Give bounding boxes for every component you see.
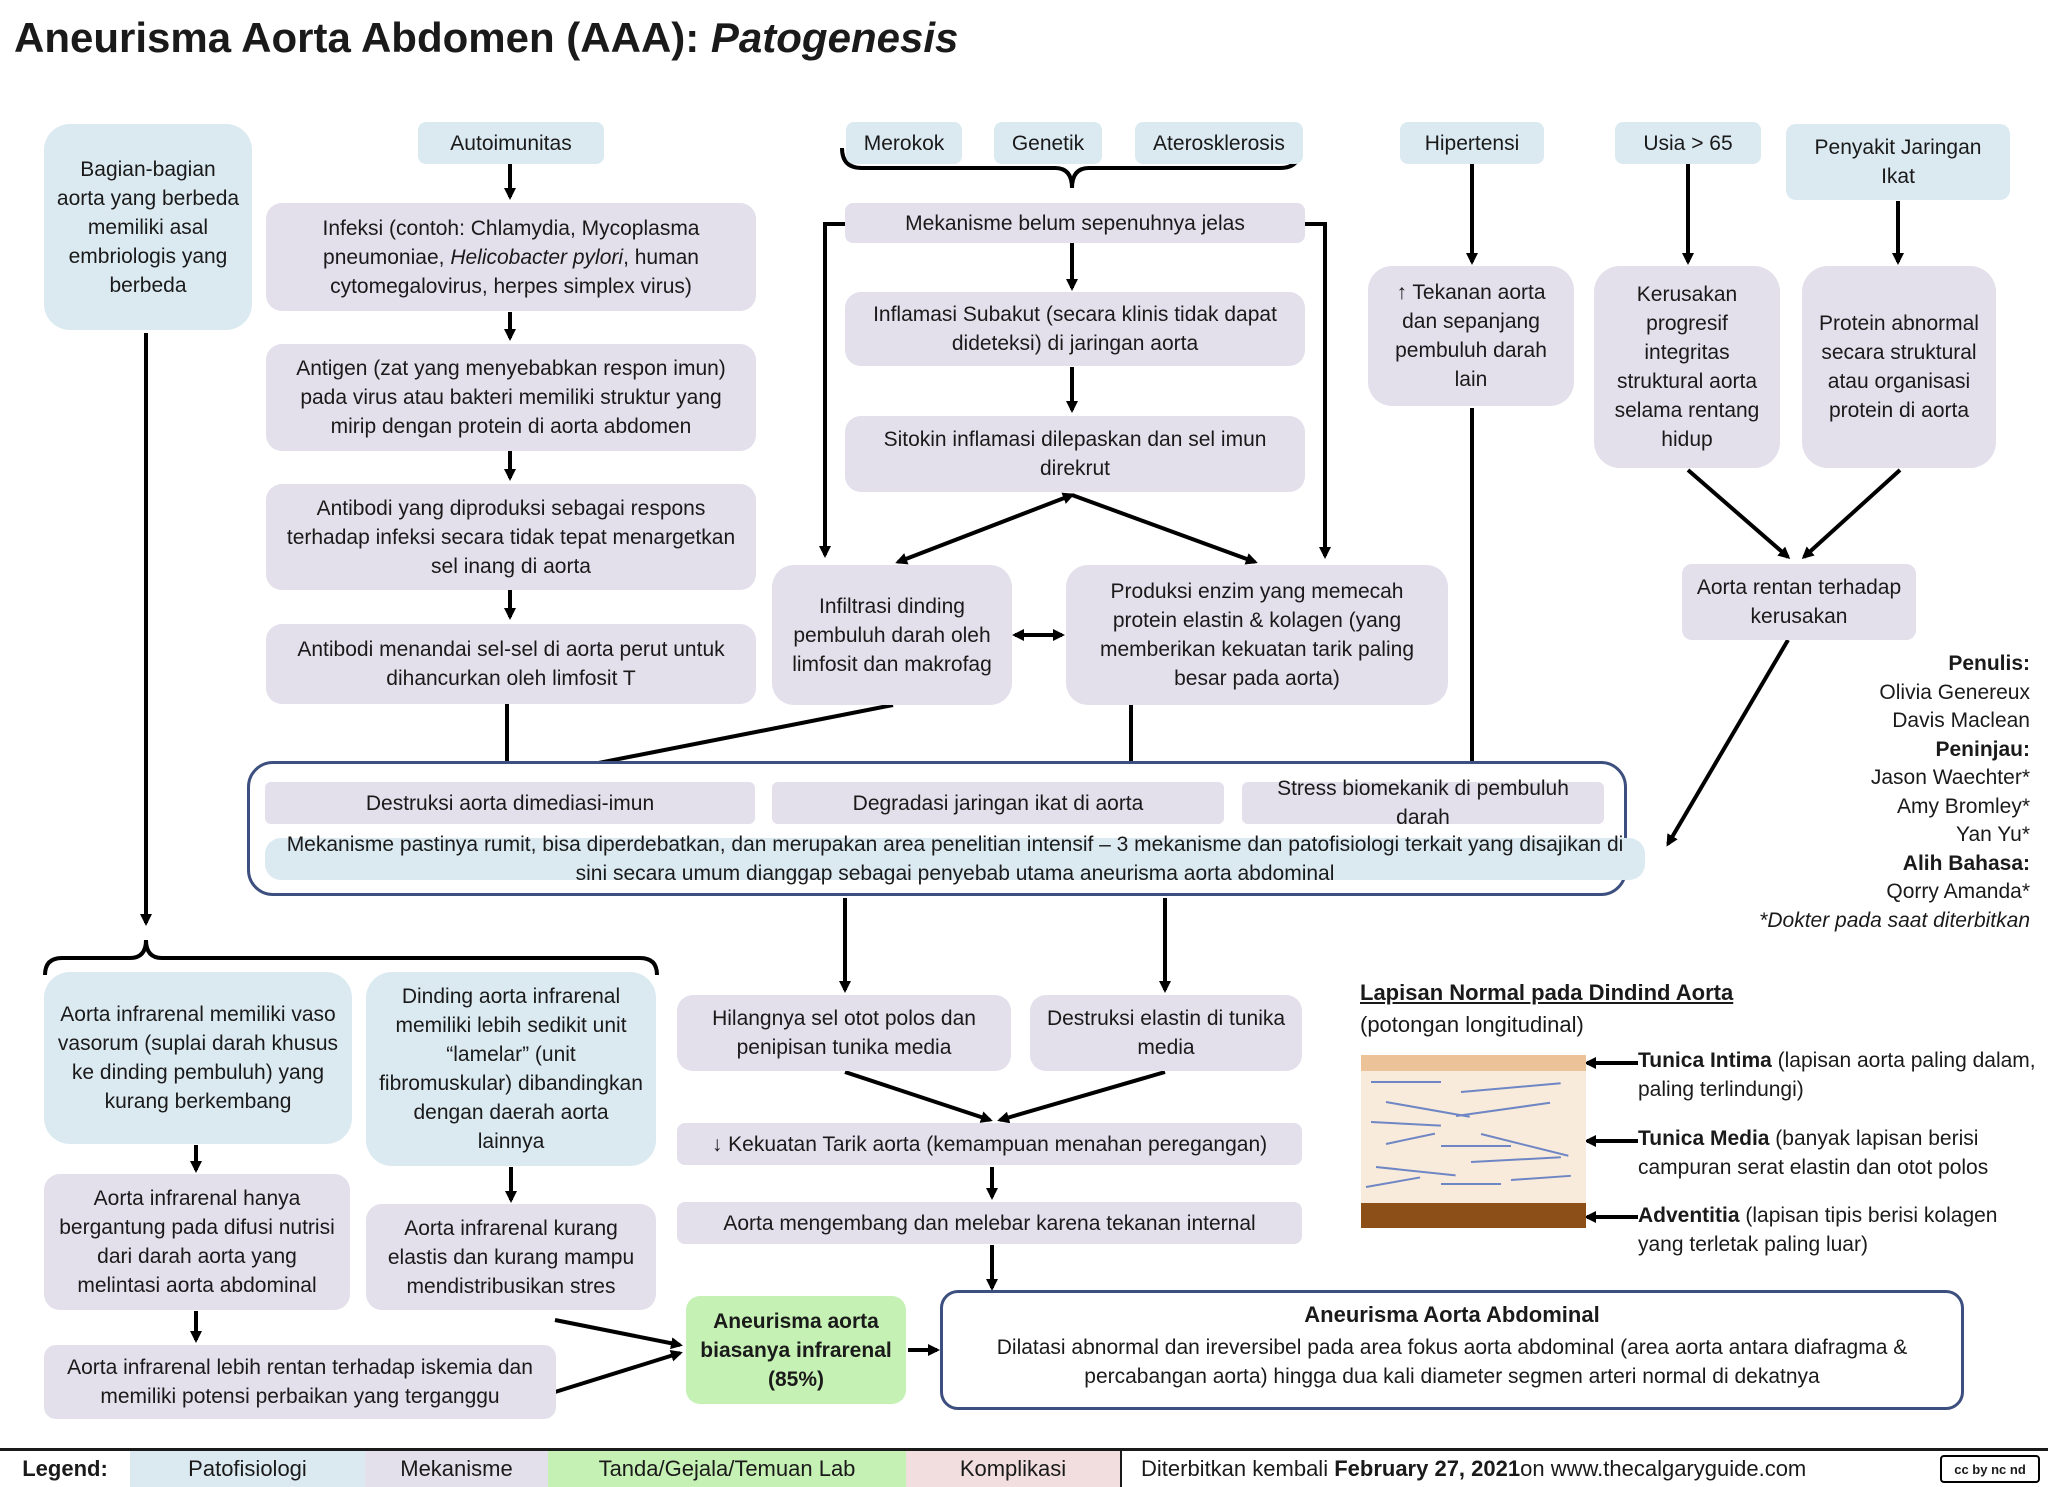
stress-biomekanik-box: Stress biomekanik di pembuluh darah	[1242, 777, 1604, 829]
iskemia-box: Aorta infrarenal lebih rentan terhadap i…	[44, 1345, 556, 1419]
infeksi-box: Infeksi (contoh: Chlamydia, Mycoplasma p…	[266, 203, 756, 311]
legend-label: Legend:	[22, 1456, 108, 1481]
infeksi-text-pre: Infeksi (contoh: Chlamydia, Mycoplasma p…	[322, 216, 700, 269]
intima-label: Tunica Intima (lapisan aorta paling dala…	[1638, 1046, 2038, 1104]
title-sub: Patogenesis	[710, 14, 959, 61]
kerusakan-progresif-box: Kerusakan progresif integritas struktura…	[1594, 266, 1780, 468]
media-label-text: (banyak lapisan berisi campuran serat el…	[1638, 1127, 1989, 1179]
intima-label-text: (lapisan aorta paling dalam, paling terl…	[1638, 1049, 2036, 1101]
legend-mekanisme: Mekanisme	[365, 1451, 548, 1487]
penulis-heading: Penulis:	[1948, 652, 2030, 675]
peninjau-heading: Peninjau:	[1935, 737, 2030, 761]
hilangnya-otot-box: Hilangnya sel otot polos dan penipisan t…	[677, 995, 1011, 1071]
factor-penyakit-jaringan: Penyakit Jaringan Ikat	[1786, 124, 2010, 200]
difusi-box: Aorta infrarenal hanya bergantung pada d…	[44, 1174, 350, 1310]
peninjau-1: Jason Waechter*	[1870, 766, 2030, 789]
vaso-vasorum-box: Aorta infrarenal memiliki vaso vasorum (…	[44, 972, 352, 1144]
cc-license-icon: cc by nc nd	[1940, 1455, 2040, 1483]
intima-layer	[1361, 1055, 1586, 1071]
intima-label-bold: Tunica Intima	[1638, 1049, 1772, 1072]
title-main: Aneurisma Aorta Abdomen (AAA):	[14, 14, 700, 61]
antigen-box: Antigen (zat yang menyebabkan respon imu…	[266, 344, 756, 451]
credits: Penulis: Olivia Genereux Davis Maclean P…	[1700, 650, 2030, 935]
destruksi-imun-box: Destruksi aorta dimediasi-imun	[265, 782, 755, 824]
layers-title: Lapisan Normal pada Dindind Aorta	[1360, 980, 1734, 1005]
infeksi-text-post: , human cytomegalovirus, herpes simplex …	[330, 245, 699, 298]
media-layer	[1361, 1071, 1586, 1203]
peninjau-3: Yan Yu*	[1956, 823, 2030, 846]
destruksi-elastin-box: Destruksi elastin di tunika media	[1030, 995, 1302, 1071]
factor-genetik: Genetik	[994, 122, 1102, 164]
sitokin-box: Sitokin inflamasi dilepaskan dan sel imu…	[845, 416, 1305, 492]
penulis-2: Davis Maclean	[1892, 709, 2030, 732]
aorta-rentan-box: Aorta rentan terhadap kerusakan	[1682, 564, 1916, 640]
produksi-enzim-box: Produksi enzim yang memecah protein elas…	[1066, 565, 1448, 705]
legend-top-rule	[0, 1448, 2048, 1451]
factor-usia: Usia > 65	[1615, 122, 1761, 164]
factor-aterosklerosis: Aterosklerosis	[1135, 122, 1303, 164]
peninjau-2: Amy Bromley*	[1896, 794, 2030, 818]
infeksi-text-italic: Helicobacter pylori	[450, 245, 624, 269]
kekuatan-tarik-box: ↓ Kekuatan Tarik aorta (kemampuan menaha…	[677, 1123, 1302, 1165]
mengembang-box: Aorta mengembang dan melebar karena teka…	[677, 1202, 1302, 1244]
tekanan-aorta-box: ↑ Tekanan aorta dan sepanjang pembuluh d…	[1368, 266, 1574, 406]
legend-patofisiologi: Patofisiologi	[130, 1451, 365, 1487]
dinding-lamelar-box: Dinding aorta infrarenal memiliki lebih …	[366, 972, 656, 1166]
mekanisme-belum-jelas-box: Mekanisme belum sepenuhnya jelas	[845, 203, 1305, 243]
legend-tanda: Tanda/Gejala/Temuan Lab	[548, 1451, 906, 1487]
layers-subtitle: (potongan longitudinal)	[1360, 1012, 1584, 1037]
aortic-wall-illustration	[1361, 1055, 1586, 1228]
legend-komplikasi: Komplikasi	[906, 1451, 1120, 1487]
page-title: Aneurisma Aorta Abdomen (AAA): Patogenes…	[14, 14, 958, 62]
legend-divider	[1120, 1451, 1122, 1487]
adventitia-layer	[1361, 1203, 1586, 1228]
protein-abnormal-box: Protein abnormal secara struktural atau …	[1802, 266, 1996, 468]
media-label-bold: Tunica Media	[1638, 1127, 1770, 1150]
publication-date: February 27, 2021	[1334, 1456, 1521, 1481]
adventitia-label-bold: Adventitia	[1638, 1204, 1740, 1227]
antibodi-box: Antibodi yang diproduksi sebagai respons…	[266, 484, 756, 590]
publication-pre: Diterbitkan kembali	[1141, 1456, 1329, 1481]
kurang-elastis-box: Aorta infrarenal kurang elastis dan kura…	[366, 1204, 656, 1310]
aaa-definition-box	[940, 1290, 1964, 1410]
penulis-1: Olivia Genereux	[1879, 680, 2030, 704]
antibodi-menandai-box: Antibodi menandai sel-sel di aorta perut…	[266, 624, 756, 704]
alih-bahasa-heading: Alih Bahasa:	[1902, 851, 2030, 875]
adventitia-label-text: (lapisan tipis berisi kolagen yang terle…	[1638, 1204, 1998, 1256]
mechanisms-note: Mekanisme pastinya rumit, bisa diperdeba…	[265, 833, 1645, 885]
publication-post: on www.thecalgaryguide.com	[1520, 1456, 1807, 1481]
aaa-title: Aneurisma Aorta Abdominal	[1304, 1302, 1600, 1327]
media-label: Tunica Media (banyak lapisan berisi camp…	[1638, 1124, 2038, 1182]
cc-license-text: cc by nc nd	[1954, 1461, 2026, 1477]
inflamasi-subakut-box: Inflamasi Subakut (secara klinis tidak d…	[845, 292, 1305, 366]
asal-embriologis-box: Bagian-bagian aorta yang berbeda memilik…	[44, 124, 252, 330]
infiltrasi-box: Infiltrasi dinding pembuluh darah oleh l…	[772, 565, 1012, 705]
factor-merokok: Merokok	[846, 122, 962, 164]
credits-note: *Dokter pada saat diterbitkan	[1759, 908, 2030, 932]
factor-autoimunitas: Autoimunitas	[418, 122, 604, 164]
publication-info: Diterbitkan kembali February 27, 2021 on…	[1125, 1451, 1915, 1487]
aneurisma-infrarenal-box: Aneurisma aorta biasanya infrarenal (85%…	[686, 1296, 906, 1404]
aaa-description: Dilatasi abnormal dan ireversibel pada a…	[996, 1336, 1908, 1388]
adventitia-label: Adventitia (lapisan tipis berisi kolagen…	[1638, 1201, 2018, 1259]
alih-bahasa-1: Qorry Amanda*	[1886, 880, 2030, 903]
factor-hipertensi: Hipertensi	[1400, 122, 1544, 164]
degradasi-box: Degradasi jaringan ikat di aorta	[772, 782, 1224, 824]
